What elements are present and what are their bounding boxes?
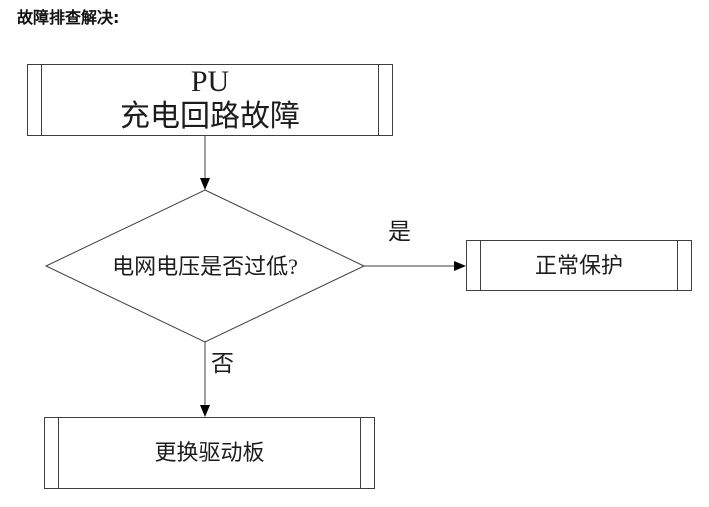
arrowhead-right-icon (454, 261, 466, 271)
arrowhead-down-icon (200, 178, 210, 190)
node-fault-source: PU 充电回路故障 (27, 64, 393, 136)
node-normal-protection: 正常保护 (466, 240, 692, 291)
node-replace-drive-board-label: 更换驱动板 (154, 440, 265, 465)
page-title: 故障排查解决: (17, 8, 120, 27)
node-replace-drive-board: 更换驱动板 (44, 417, 375, 489)
edge-no-label: 否 (211, 351, 234, 376)
node-decision-label: 电网电压是否过低? (112, 254, 298, 279)
node-fault-source-code: PU (190, 65, 230, 98)
node-normal-protection-label: 正常保护 (534, 252, 623, 278)
edge-yes-label: 是 (388, 219, 411, 244)
arrowhead-down2-icon (200, 405, 210, 417)
node-fault-source-label: 充电回路故障 (120, 100, 300, 133)
